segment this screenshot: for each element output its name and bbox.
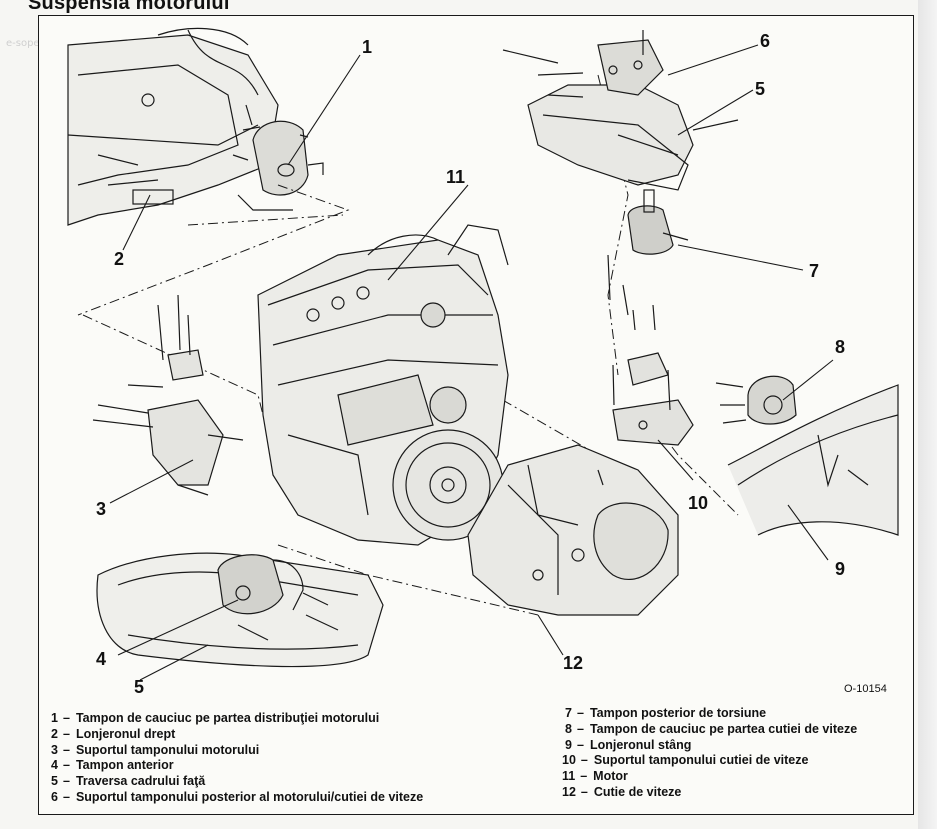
legend-item: 1–Tampon de cauciuc pe partea distribuţi… bbox=[48, 711, 423, 727]
figure-reference: O-10154 bbox=[844, 683, 887, 695]
legend-item-number: 3 bbox=[51, 742, 58, 757]
legend-item: 6–Suportul tamponului posterior al motor… bbox=[48, 790, 423, 806]
legend-item-number: 10 bbox=[562, 753, 576, 768]
gearbox-mount-bracket-drawing bbox=[612, 284, 694, 446]
legend-item-number: 12 bbox=[562, 784, 576, 799]
left-frame-rail-drawing bbox=[727, 384, 899, 536]
legend-item: 5–Traversa cadrului faţă bbox=[48, 774, 423, 790]
callout-2: 2 bbox=[114, 249, 124, 269]
legend-separator: – bbox=[577, 737, 584, 752]
legend-item-text: Suportul tamponului motorului bbox=[75, 742, 260, 757]
legend-item-number: 7 bbox=[565, 706, 572, 720]
callout-5-bottom: 5 bbox=[134, 677, 144, 695]
legend-item-number: 5 bbox=[51, 774, 58, 789]
gearbox-drawing bbox=[467, 444, 679, 616]
legend-separator: – bbox=[63, 789, 70, 804]
callout-9: 9 bbox=[835, 559, 845, 579]
rear-mount-bracket-drawing bbox=[502, 30, 739, 191]
callout-3: 3 bbox=[96, 499, 106, 519]
callout-5-top: 5 bbox=[755, 79, 765, 99]
legend-separator: – bbox=[63, 774, 70, 789]
legend-item-text: Motor bbox=[593, 769, 628, 784]
legend-item-number: 4 bbox=[51, 758, 58, 773]
legend-separator: – bbox=[63, 742, 70, 757]
callout-8: 8 bbox=[835, 337, 845, 357]
engine-mount-bracket-drawing bbox=[92, 294, 244, 496]
right-frame-rail-drawing bbox=[67, 27, 279, 226]
legend-item: 2–Lonjeronul drept bbox=[48, 727, 423, 743]
callout-7: 7 bbox=[809, 261, 819, 281]
legend-item: 12–Cutie de viteze bbox=[562, 785, 857, 801]
legend-item-number: 8 bbox=[565, 721, 572, 736]
gearbox-side-mount-drawing bbox=[715, 375, 797, 425]
callout-12: 12 bbox=[563, 653, 583, 673]
legend-item-number: 9 bbox=[565, 737, 572, 752]
exploded-diagram: 1 2 11 6 5 7 8 3 10 9 4 5 12 bbox=[67, 27, 899, 695]
legend-item: 8–Tampon de cauciuc pe partea cutiei de … bbox=[562, 722, 857, 738]
callout-10: 10 bbox=[688, 493, 708, 513]
legend-left: 1–Tampon de cauciuc pe partea distribuţi… bbox=[48, 711, 423, 806]
callout-4: 4 bbox=[96, 649, 106, 669]
legend-item: 7–Tampon posterior de torsiune bbox=[562, 706, 857, 722]
legend-separator: – bbox=[577, 721, 584, 736]
legend-separator: – bbox=[63, 758, 70, 773]
legend-separator: – bbox=[580, 753, 588, 768]
legend-item-text: Lonjeronul stâng bbox=[589, 737, 692, 752]
legend-separator: – bbox=[63, 726, 70, 741]
watermark-text: e-sopel.com bbox=[6, 38, 67, 49]
legend-separator: – bbox=[580, 784, 588, 799]
legend-item-number: 2 bbox=[51, 726, 58, 741]
legend-item-number: 6 bbox=[51, 789, 58, 804]
legend-item-text: Tampon de cauciuc pe partea distribuţiei… bbox=[75, 711, 380, 725]
legend-item-text: Suportul tamponului cutiei de viteze bbox=[593, 753, 809, 768]
legend-item-text: Tampon posterior de torsiune bbox=[589, 706, 767, 720]
legend-separator: – bbox=[577, 706, 584, 720]
legend-item-text: Lonjeronul drept bbox=[75, 726, 176, 741]
legend-item: 11–Motor bbox=[562, 769, 857, 785]
engine-drawing bbox=[257, 224, 509, 546]
legend-item-text: Traversa cadrului faţă bbox=[75, 774, 206, 789]
legend-item-number: 1 bbox=[51, 711, 58, 725]
callout-1: 1 bbox=[362, 37, 372, 57]
engine-mount-timing-side bbox=[232, 104, 324, 211]
legend-item: 3–Suportul tamponului motorului bbox=[48, 743, 423, 759]
legend-separator: – bbox=[63, 711, 70, 725]
callout-6: 6 bbox=[760, 31, 770, 51]
torsion-mount-drawing bbox=[607, 189, 689, 301]
legend-separator: – bbox=[580, 769, 588, 784]
legend-item-text: Tampon de cauciuc pe partea cutiei de vi… bbox=[589, 721, 858, 736]
legend-item-text: Cutie de viteze bbox=[593, 784, 682, 799]
anterior-mount-drawing bbox=[217, 554, 339, 641]
legend-item: 9–Lonjeronul stâng bbox=[562, 738, 857, 754]
callout-11: 11 bbox=[446, 167, 465, 187]
page-edge bbox=[918, 0, 937, 829]
legend-item: 4–Tampon anterior bbox=[48, 758, 423, 774]
legend-item-text: Suportul tamponului posterior al motorul… bbox=[75, 789, 424, 804]
legend-item: 10–Suportul tamponului cutiei de viteze bbox=[562, 753, 857, 769]
legend-item-text: Tampon anterior bbox=[75, 758, 174, 773]
legend-item-number: 11 bbox=[562, 769, 576, 784]
page-title: Suspensia motorului bbox=[28, 0, 230, 14]
